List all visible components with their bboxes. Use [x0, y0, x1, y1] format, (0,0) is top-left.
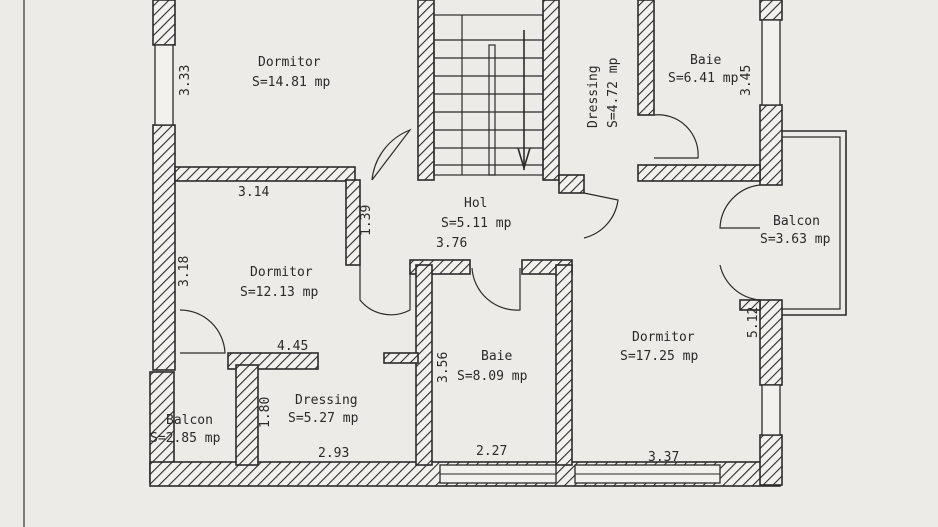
- room-name: Hol: [464, 196, 487, 211]
- wall-dormitor1-bottom: [174, 166, 356, 182]
- room-name: Baie: [690, 53, 721, 68]
- room-area: S=4.72 mp: [606, 57, 621, 128]
- dimension: 3.33: [178, 65, 193, 96]
- dimension: 3.56: [436, 352, 451, 383]
- wall-dressing2-left: [235, 364, 259, 466]
- room-name: Balcon: [166, 413, 213, 428]
- wall-stair-left: [417, 0, 435, 181]
- dimension: 2.27: [476, 444, 507, 459]
- room-name: Dormitor: [632, 330, 695, 345]
- room-area: S=12.13 mp: [240, 285, 318, 300]
- wall-right-a: [759, 104, 783, 186]
- room-labels: Dormitor S=14.81 mp Dressing S=4.72 mp B…: [150, 53, 831, 446]
- room-name: Baie: [481, 349, 512, 364]
- wall-stair-right-stub: [558, 174, 585, 194]
- room-area: S=3.63 mp: [760, 232, 831, 247]
- room-name: Dormitor: [250, 265, 313, 280]
- wall-hol-left: [345, 179, 361, 266]
- doors: [179, 114, 761, 354]
- dimension: 5.12: [746, 307, 761, 338]
- wall-right-upper: [759, 0, 783, 21]
- windows: [154, 19, 781, 484]
- room-area: S=14.81 mp: [252, 75, 330, 90]
- room-area: S=17.25 mp: [620, 349, 698, 364]
- staircase: [433, 14, 544, 176]
- dimension: 3.14: [238, 185, 269, 200]
- wall-right-c: [759, 434, 783, 486]
- wall-left-upper: [152, 0, 176, 46]
- wall-balcon-right-stub: [739, 299, 761, 311]
- wall-baie2-left: [415, 264, 433, 466]
- dimension: 3.76: [436, 236, 467, 251]
- room-name: Dormitor: [258, 55, 321, 70]
- dimension: 3.37: [648, 450, 679, 465]
- room-name: Dressing: [295, 393, 358, 408]
- dimension: 3.45: [739, 65, 754, 96]
- wall-dressing-baie: [637, 0, 655, 116]
- balcony-right: [782, 130, 847, 316]
- room-area: S=6.41 mp: [668, 71, 739, 86]
- wall-baie-bottom: [637, 164, 761, 182]
- dimension: 4.45: [277, 339, 308, 354]
- room-area: S=8.09 mp: [457, 369, 528, 384]
- dimension: 1.80: [258, 397, 273, 428]
- wall-right-b: [759, 299, 783, 386]
- wall-baie2-right: [555, 264, 573, 466]
- wall-stair-right: [542, 0, 560, 181]
- wall-stub-mid: [383, 352, 419, 364]
- room-name: Balcon: [773, 214, 820, 229]
- dimension: 2.93: [318, 446, 349, 461]
- room-name: Dressing: [586, 65, 601, 128]
- wall-left-mid: [152, 124, 176, 371]
- dimension: 3.18: [177, 256, 192, 287]
- room-area: S=5.27 mp: [288, 411, 359, 426]
- dimension-labels: 3.33 3.14 1.39 3.76 3.18 4.45 1.80 2.93 …: [177, 65, 761, 465]
- room-area: S=5.11 mp: [441, 216, 512, 231]
- room-area: S=2.85 mp: [150, 431, 221, 446]
- dimension: 1.39: [359, 205, 374, 236]
